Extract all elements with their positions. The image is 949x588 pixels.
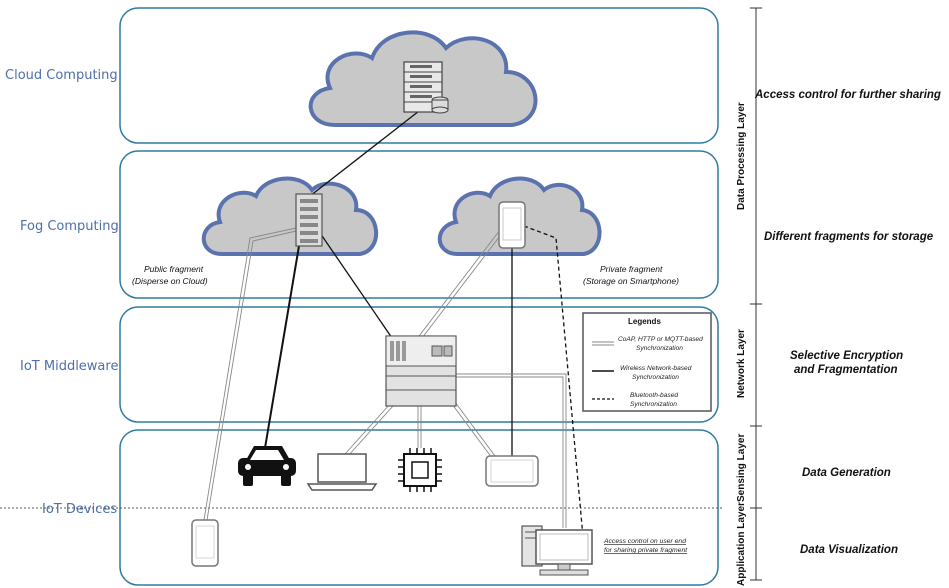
network-layer-label: Network Layer <box>736 329 747 398</box>
fog-server-icon <box>295 193 323 247</box>
fog-description: Different fragments for storage <box>764 231 934 243</box>
fog-layer-label: Fog Computing <box>20 219 119 234</box>
microchip-icon <box>398 448 442 492</box>
legend-wireless-text-1: Wireless Network-based <box>620 365 692 372</box>
access-note-line2: for sharing private fragment <box>604 547 688 554</box>
middleware-layer-label: IoT Middleware <box>20 359 118 374</box>
fog-smartphone-icon <box>498 201 526 249</box>
devices-layer-label: IoT Devices <box>42 502 117 517</box>
application-layer-label: Application Layer <box>736 502 747 586</box>
legend-coap-text-2: Synchronization <box>636 345 683 352</box>
layer-bracket <box>750 7 762 581</box>
wireless-link-fog-middleware <box>317 229 393 339</box>
legend-coap-text-1: CoAP, HTTP or MQTT-based <box>618 336 703 343</box>
wireless-link-cloud-fog <box>309 103 429 197</box>
car-icon <box>238 446 296 486</box>
tablet-icon <box>485 455 539 487</box>
application-description: Data Visualization <box>800 544 898 556</box>
public-fragment-subtitle: (Disperse on Cloud) <box>132 276 208 286</box>
middleware-description-line2: and Fragmentation <box>794 364 898 376</box>
legend-bluetooth-text-1: Bluetooth-based <box>630 392 678 399</box>
legend-box: Legends CoAP, HTTP or MQTT-based Synchro… <box>582 312 712 412</box>
sensing-description: Data Generation <box>802 467 891 479</box>
private-fragment-subtitle: (Storage on Smartphone) <box>583 276 679 286</box>
cloud-server-icon <box>403 61 449 114</box>
legend-bluetooth-text-2: Synchronization <box>630 401 677 408</box>
wireless-link-fog-car <box>264 239 301 449</box>
access-note-line1: Access control on user end <box>603 538 686 545</box>
app-smartphone-icon <box>191 519 219 567</box>
sensing-layer-label: Sensing Layer <box>736 434 747 502</box>
bluetooth-link <box>523 225 585 549</box>
public-fragment-title: Public fragment <box>144 264 204 274</box>
laptop-icon <box>306 453 378 491</box>
coap-links <box>203 227 567 528</box>
data-processing-layer-label: Data Processing Layer <box>736 102 747 210</box>
legend-wireless-text-2: Synchronization <box>632 374 679 381</box>
middleware-description-line1: Selective Encryption <box>790 350 903 362</box>
public-fog-cloud-shape <box>201 176 378 256</box>
cloud-layer-label: Cloud Computing <box>5 68 118 83</box>
middleware-gateway-icon <box>385 335 457 407</box>
desktop-computer-icon <box>521 525 593 576</box>
private-fragment-title: Private fragment <box>600 264 663 274</box>
cloud-description: Access control for further sharing <box>754 89 941 101</box>
legend-title: Legends <box>628 317 661 326</box>
